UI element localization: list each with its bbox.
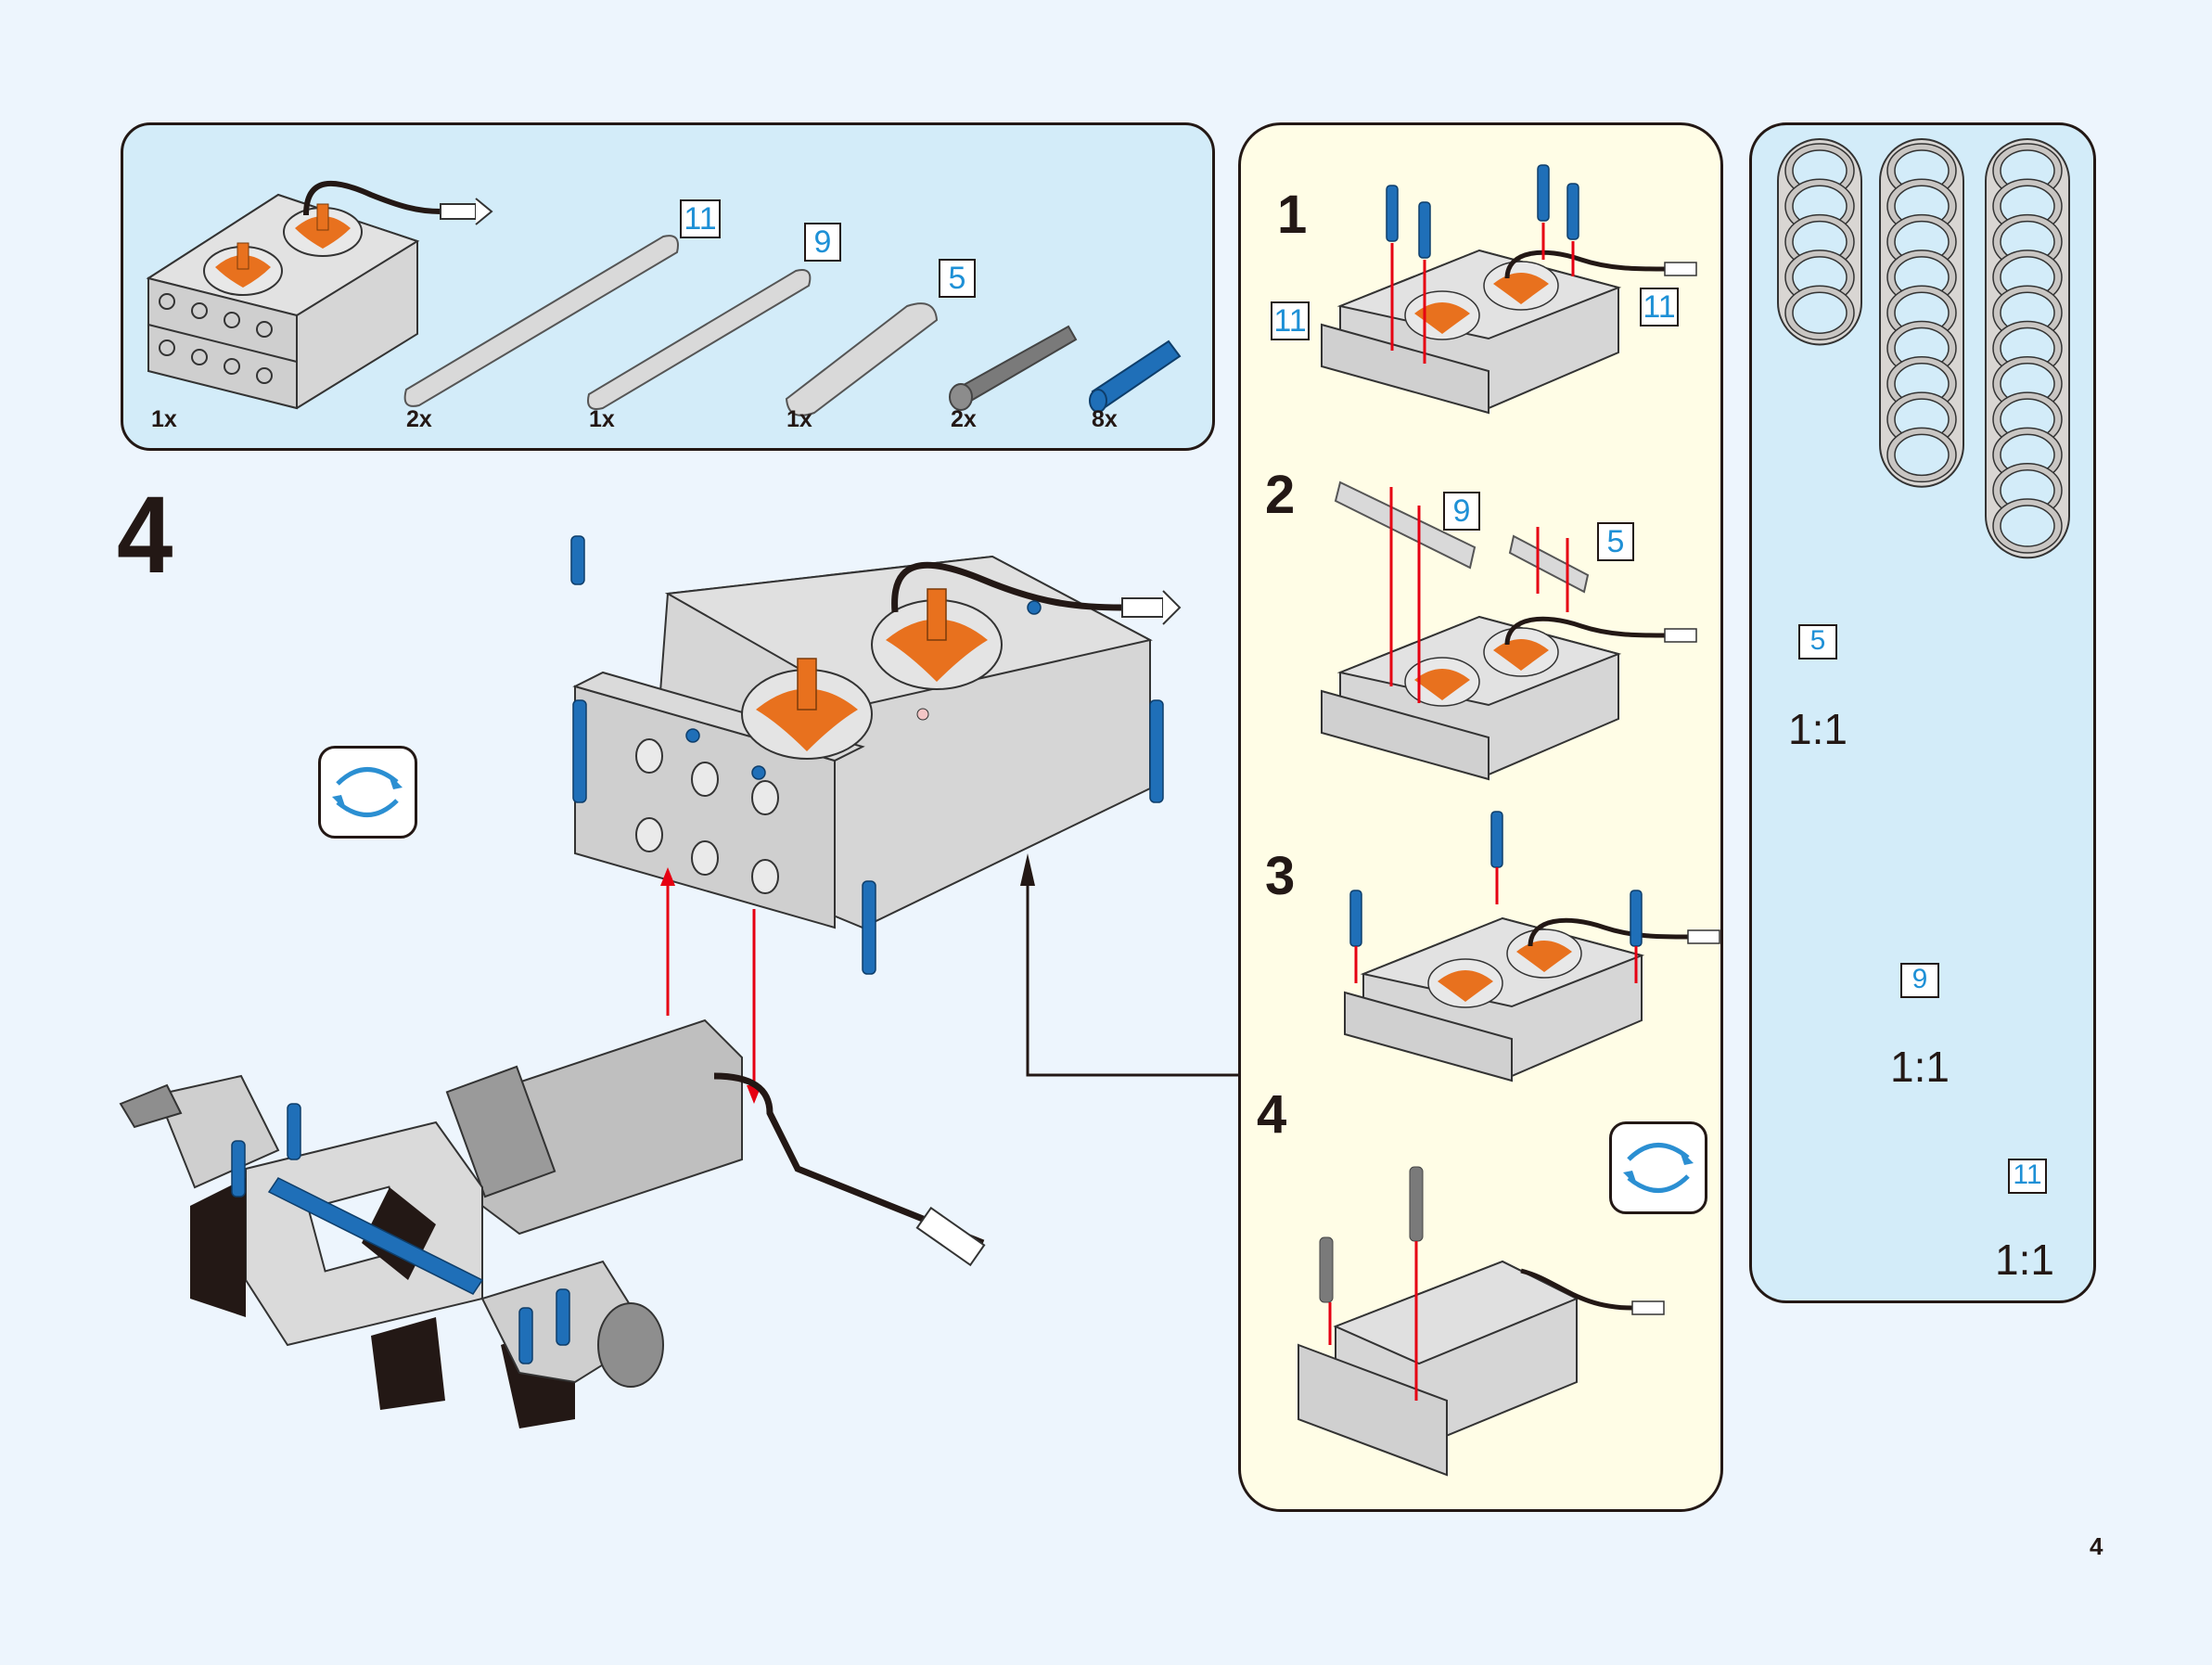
length-badge-11: 11	[2008, 1159, 2047, 1194]
scale-ratio-label: 1:1	[1890, 1043, 1950, 1091]
sub-step-number: 2	[1265, 465, 1296, 525]
beam-9-part-icon	[587, 269, 812, 410]
page-number: 4	[2090, 1532, 2103, 1560]
beam-hole-inner	[1894, 433, 1950, 477]
part-count: 2x	[951, 406, 977, 432]
rotate-model-icon	[318, 746, 417, 839]
main-step-number: 4	[117, 474, 173, 596]
beam-5-part-icon	[785, 302, 939, 416]
battery-box-assembly	[570, 535, 1182, 975]
rotate-model-icon	[1609, 1121, 1707, 1214]
sub-step-red-arrows	[1328, 223, 1638, 1401]
scale-beam-5	[1777, 138, 1862, 346]
length-badge-9: 9	[1900, 963, 1939, 998]
length-badge-9: 9	[804, 223, 841, 262]
sub-step-pins	[1349, 164, 1643, 947]
length-badge-5: 5	[1798, 624, 1837, 660]
beam-hole-inner	[2000, 505, 2055, 547]
callout-connector-arrow	[1020, 853, 1238, 1077]
scale-beam-11	[1985, 138, 2070, 559]
scale-ratio-label: 1:1	[1995, 1236, 2054, 1284]
length-badge-9: 9	[1443, 492, 1480, 531]
scale-beam-9	[1879, 138, 1964, 488]
battery-box-part-icon	[146, 181, 493, 410]
part-count: 1x	[589, 406, 615, 432]
chassis-assembly	[119, 1018, 986, 1428]
axle-part-icon	[949, 325, 1078, 411]
part-count: 1x	[151, 406, 177, 432]
scale-ratio-label: 1:1	[1788, 705, 1848, 753]
length-badge-5: 5	[939, 259, 976, 298]
part-count: 2x	[406, 406, 432, 432]
sub-step-number: 1	[1277, 185, 1308, 245]
length-badge-11: 11	[680, 199, 721, 238]
beam-11-part-icon	[403, 235, 679, 407]
part-count: 1x	[786, 406, 812, 432]
beam-hole-inner	[1792, 291, 1848, 334]
blue-pin-part-icon	[1089, 339, 1182, 413]
part-count: 8x	[1092, 406, 1118, 432]
sub-step-4-model	[1298, 1166, 1665, 1477]
length-badge-11: 11	[1271, 301, 1310, 340]
length-badge-5: 5	[1597, 522, 1634, 561]
length-badge-11: 11	[1640, 288, 1679, 327]
sub-step-number: 4	[1257, 1084, 1287, 1145]
sub-step-number: 3	[1265, 846, 1296, 906]
